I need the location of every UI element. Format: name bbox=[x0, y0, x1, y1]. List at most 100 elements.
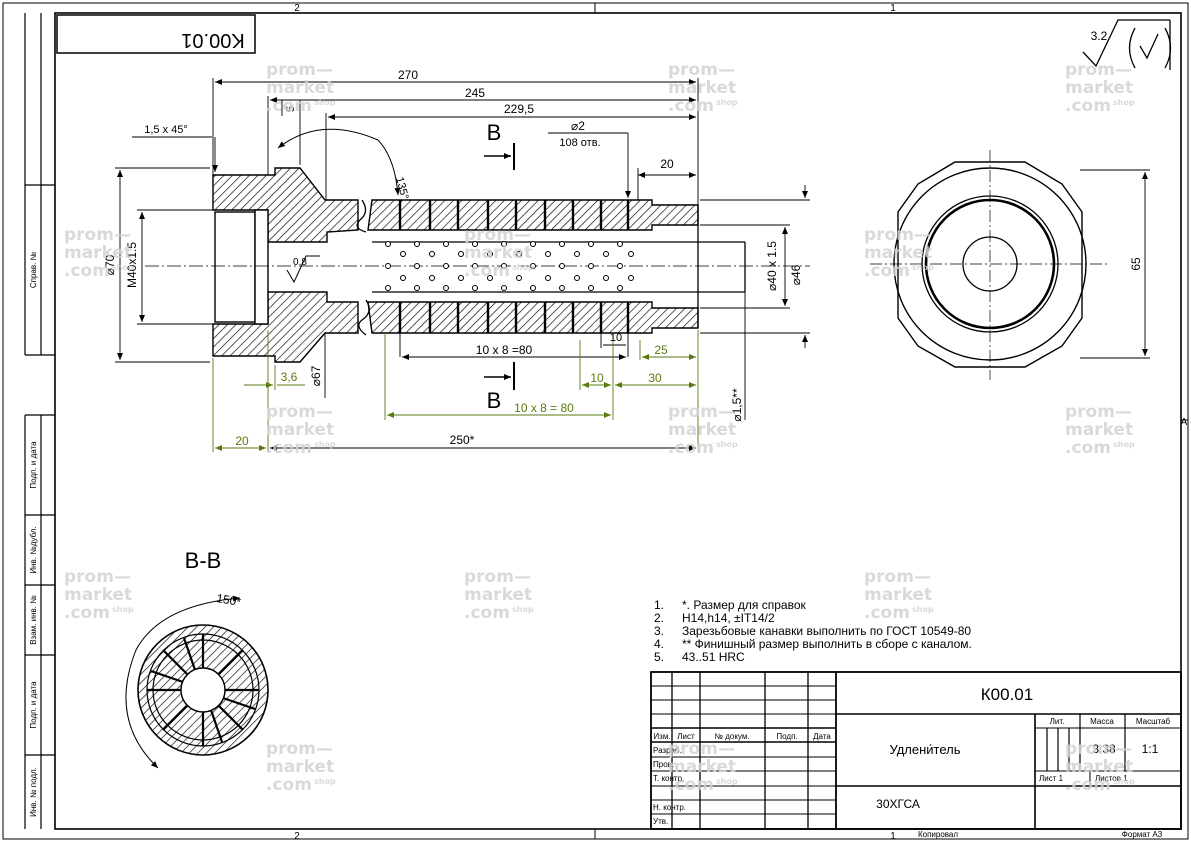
svg-text:prom—: prom— bbox=[266, 402, 333, 422]
zone-label-bottom-right: 1 bbox=[890, 831, 896, 842]
inner-roughness: 0.8 bbox=[293, 257, 307, 268]
dim-270: 270 bbox=[398, 68, 418, 82]
svg-text:.com: .com bbox=[1065, 96, 1111, 116]
svg-text:prom—: prom— bbox=[266, 739, 333, 759]
note-text: *. Размер для справок bbox=[682, 598, 807, 612]
section-mark-bottom: B bbox=[487, 388, 502, 413]
note-text: 43..51 HRC bbox=[682, 650, 745, 664]
svg-text:shop: shop bbox=[716, 777, 738, 786]
watermark: prom— market .com shop bbox=[668, 402, 738, 458]
svg-text:prom—: prom— bbox=[864, 567, 931, 587]
zone-label-side: A bbox=[1181, 417, 1188, 428]
svg-text:market: market bbox=[64, 585, 132, 605]
watermark: prom— market .com shop bbox=[464, 225, 534, 281]
part-name: Удлени́тель bbox=[889, 742, 960, 757]
svg-text:market: market bbox=[1065, 420, 1133, 440]
svg-text:market: market bbox=[266, 757, 334, 777]
dim-30: 30 bbox=[648, 371, 662, 385]
svg-text:shop: shop bbox=[512, 263, 534, 272]
col-doc: № докум. bbox=[714, 732, 749, 741]
note-number: 4. bbox=[654, 637, 664, 651]
svg-text:.com: .com bbox=[864, 261, 910, 281]
svg-text:market: market bbox=[1065, 78, 1133, 98]
svg-text:prom—: prom— bbox=[668, 739, 735, 759]
title-block-text: К00.01 Удлени́тель 30ХГСА Изм. Лист № до… bbox=[653, 685, 1171, 826]
stamp-podp-top: Подп. и дата bbox=[29, 441, 38, 489]
zone-label-top-left: 2 bbox=[294, 3, 300, 14]
note-text: ** Финишный размер выполнить в сборе с к… bbox=[682, 637, 972, 651]
svg-text:shop: shop bbox=[1113, 98, 1135, 107]
watermark: prom— market .com shop bbox=[1065, 402, 1135, 458]
watermark-layer: prom— market .com shop prom— market .com… bbox=[64, 60, 1135, 795]
svg-text:.com: .com bbox=[464, 261, 510, 281]
svg-text:prom—: prom— bbox=[864, 225, 931, 245]
svg-text:.com: .com bbox=[64, 603, 110, 623]
svg-text:prom—: prom— bbox=[668, 60, 735, 80]
row-nkontr: Н. контр. bbox=[653, 803, 686, 812]
svg-text:shop: shop bbox=[112, 605, 134, 614]
roughness-symbol bbox=[1082, 19, 1172, 70]
note-number: 3. bbox=[654, 624, 664, 638]
svg-text:prom—: prom— bbox=[266, 60, 333, 80]
copy-label: Копировал bbox=[918, 830, 958, 839]
stamp-inv-podl: Инв. № подл. bbox=[29, 767, 38, 817]
dim-d70: ⌀70 bbox=[103, 254, 117, 275]
body-lower-right bbox=[367, 301, 699, 334]
dim-229-5: 229,5 bbox=[504, 102, 534, 116]
svg-text:market: market bbox=[266, 420, 334, 440]
svg-text:shop: shop bbox=[512, 605, 534, 614]
section-bb bbox=[125, 595, 269, 769]
title-block bbox=[650, 671, 1182, 830]
row-razrab: Разраб. bbox=[653, 746, 682, 755]
watermark: prom— market .com shop bbox=[64, 225, 134, 281]
note-text: H14,h14, ±IT14/2 bbox=[682, 611, 775, 625]
svg-text:prom—: prom— bbox=[464, 567, 531, 587]
scale-label: Масштаб bbox=[1136, 717, 1171, 726]
mass-label: Масса bbox=[1090, 717, 1114, 726]
section-mark-top: B bbox=[487, 120, 502, 145]
dim-d40: ⌀40 x 1.5 bbox=[765, 241, 779, 291]
dim-angle-135: 135° bbox=[393, 176, 410, 201]
svg-text:market: market bbox=[668, 420, 736, 440]
row-utv: Утв. bbox=[653, 817, 668, 826]
dim-chamfer: 1,5 x 45° bbox=[144, 124, 188, 136]
zone-label-bottom-left: 2 bbox=[294, 831, 300, 842]
dimension-lines bbox=[115, 78, 1150, 420]
end-view bbox=[870, 150, 1110, 380]
col-list: Лист bbox=[677, 732, 695, 741]
svg-text:.com: .com bbox=[1065, 438, 1111, 458]
lit-label: Лит. bbox=[1050, 717, 1065, 726]
col-date: Дата bbox=[813, 732, 831, 741]
dim-pitch-bottom: 10 x 8 = 80 bbox=[514, 401, 574, 415]
svg-text:market: market bbox=[266, 78, 334, 98]
svg-text:.com: .com bbox=[266, 96, 312, 116]
watermark: prom— market .com shop bbox=[266, 402, 336, 458]
note-number: 5. bbox=[654, 650, 664, 664]
dim-d1-5: ⌀1,5** bbox=[730, 388, 744, 422]
roughness-value: 3.2 bbox=[1091, 29, 1108, 43]
svg-text:market: market bbox=[668, 757, 736, 777]
dim-10-small: 10 bbox=[610, 332, 622, 344]
svg-text:shop: shop bbox=[1113, 777, 1135, 786]
svg-text:market: market bbox=[64, 243, 132, 263]
svg-text:shop: shop bbox=[112, 263, 134, 272]
svg-text:.com: .com bbox=[266, 775, 312, 795]
note-text: Зарезьбовые канавки выполнить по ГОСТ 10… bbox=[682, 624, 971, 638]
svg-text:market: market bbox=[464, 243, 532, 263]
svg-text:market: market bbox=[864, 243, 932, 263]
dim-d67: ⌀67 bbox=[309, 365, 323, 386]
svg-text:market: market bbox=[464, 585, 532, 605]
notes-block: 1. *. Размер для справок 2. H14,h14, ±IT… bbox=[654, 598, 972, 664]
dim-245: 245 bbox=[465, 86, 485, 100]
dim-hole-diameter: ⌀2 bbox=[571, 119, 585, 133]
material: 30ХГСА bbox=[876, 797, 920, 811]
svg-text:prom—: prom— bbox=[1065, 60, 1132, 80]
dim-10-bottom: 10 bbox=[590, 371, 604, 385]
svg-text:prom—: prom— bbox=[464, 225, 531, 245]
dim-3-6: 3,6 bbox=[281, 370, 298, 384]
dim-25: 25 bbox=[654, 343, 668, 357]
dim-hole-count: 108 отв. bbox=[559, 137, 600, 149]
svg-text:shop: shop bbox=[912, 605, 934, 614]
